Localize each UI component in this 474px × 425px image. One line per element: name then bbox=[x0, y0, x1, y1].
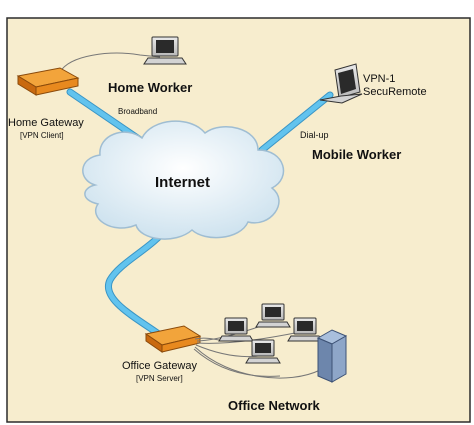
home-gateway-sublabel: [VPN Client] bbox=[20, 131, 64, 140]
office-computer-icon bbox=[255, 303, 291, 328]
office-gateway-label: Office Gateway bbox=[122, 360, 197, 372]
vpn1-label: VPN-1 bbox=[363, 73, 396, 85]
internet-cloud bbox=[82, 120, 285, 240]
internet-label: Internet bbox=[155, 174, 211, 191]
laptop-icon bbox=[319, 63, 363, 104]
dialup-label: Dial-up bbox=[300, 130, 329, 140]
office-gateway-router-icon bbox=[144, 325, 202, 353]
home-computer-icon bbox=[143, 36, 187, 65]
mobile-worker-label: Mobile Worker bbox=[312, 147, 402, 162]
home-gateway-router-icon bbox=[16, 67, 80, 96]
home-gateway-label: Home Gateway bbox=[8, 117, 84, 129]
securemote-label: SecuRemote bbox=[363, 86, 427, 98]
office-computer-icon bbox=[245, 339, 281, 364]
office-gateway-sublabel: [VPN Server] bbox=[136, 374, 183, 383]
broadband-label: Broadband bbox=[118, 107, 158, 116]
home-lan-cable bbox=[59, 52, 161, 73]
office-network-label: Office Network bbox=[228, 398, 320, 413]
office-computer-icon bbox=[218, 317, 254, 342]
home-worker-label: Home Worker bbox=[108, 80, 193, 95]
server-icon bbox=[316, 329, 348, 383]
